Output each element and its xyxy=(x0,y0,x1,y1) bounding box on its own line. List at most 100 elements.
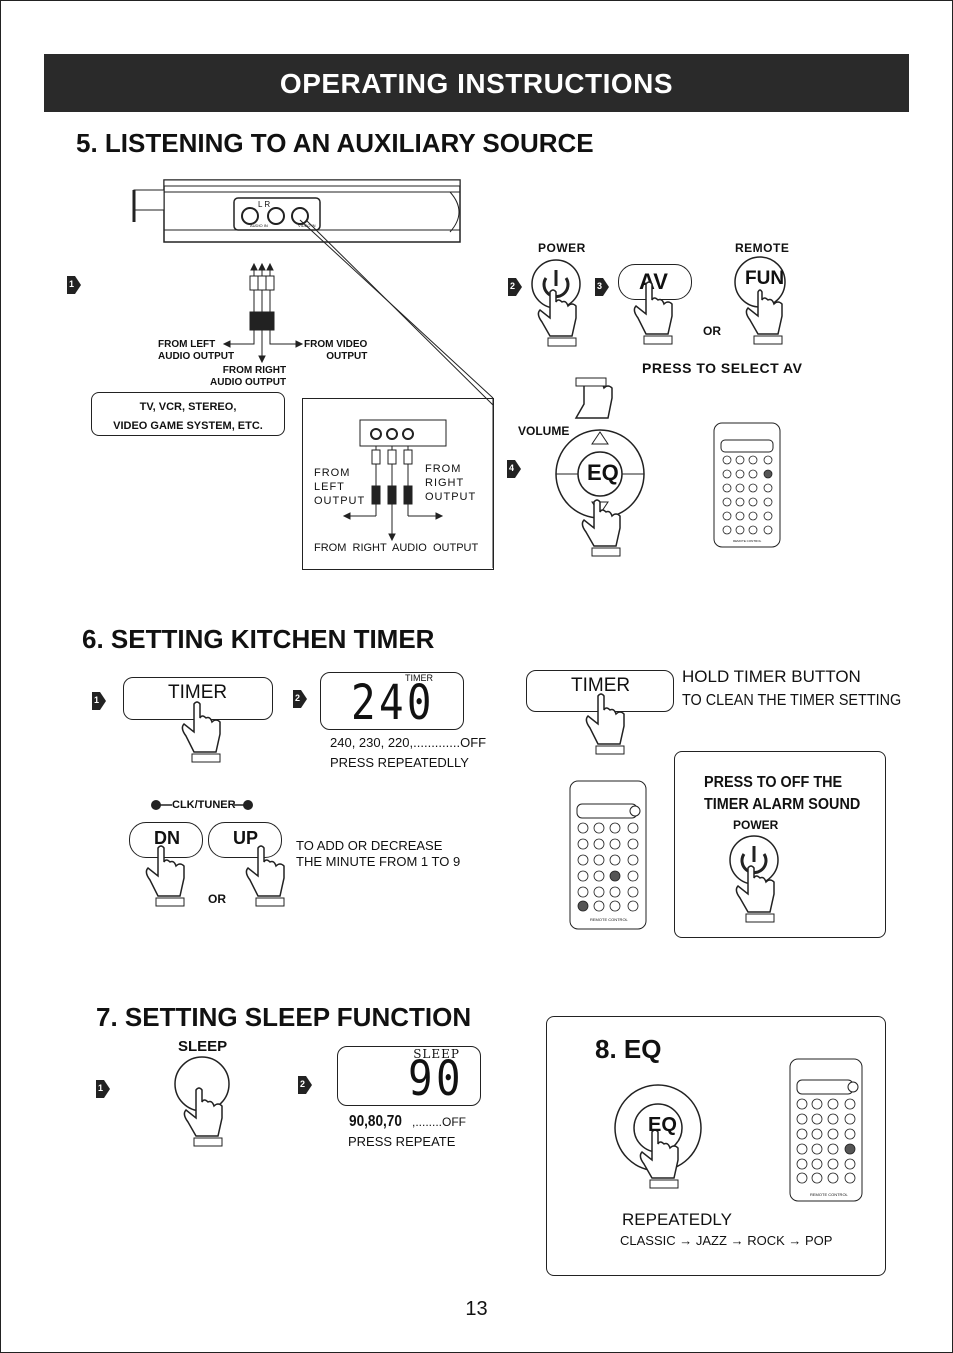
page-number: 13 xyxy=(465,1298,488,1320)
s6-step-1-marker xyxy=(92,692,106,710)
eq-button-label: EQ xyxy=(587,460,619,485)
timer-pressing-hand xyxy=(181,701,221,763)
eq-section-box xyxy=(546,1016,886,1276)
add-decrease-text: TO ADD OR DECREASE THE MINUTE FROM 1 TO … xyxy=(296,838,461,869)
video-in-label: VIDEO IN xyxy=(298,223,316,228)
press-off-text: PRESS TO OFF THE TIMER ALARM SOUND xyxy=(704,774,861,813)
inset-from-right-audio-label: FROM RIGHT AUDIO OUTPUT xyxy=(314,542,479,554)
header-bar: OPERATING INSTRUCTIONS xyxy=(44,54,909,112)
from-video-label: FROM VIDEO OUTPUT xyxy=(304,339,368,362)
eq-mode-sequence: CLASSIC → JAZZ → ROCK → POP xyxy=(620,1233,832,1248)
eq-mode-rock: ROCK xyxy=(747,1233,785,1248)
section6-title: 6. SETTING KITCHEN TIMER xyxy=(82,624,435,654)
dn-up-or: OR xyxy=(208,892,226,906)
hold-timer-button-label: TIMER xyxy=(571,675,631,696)
remote-control-1-label: REMOTE CONTROL xyxy=(733,539,762,543)
remote-control-3 xyxy=(789,1058,863,1202)
connection-inset xyxy=(302,398,494,570)
s6-step-2-number: 2 xyxy=(295,693,301,703)
clk-tuner-label: CLK/TUNER xyxy=(172,799,236,811)
timer-lcd-value: 240 xyxy=(351,675,435,731)
sleep-sequence-rest: ,........OFF xyxy=(412,1115,466,1129)
dn-button[interactable]: DN xyxy=(129,822,203,858)
source-devices-box: TV, VCR, STEREO, VIDEO GAME SYSTEM, ETC. xyxy=(91,392,285,436)
av-pressing-hand xyxy=(633,281,673,345)
eq-mode-pop: POP xyxy=(805,1233,833,1248)
av-button[interactable]: AV xyxy=(618,264,692,300)
step-3-marker xyxy=(595,278,609,296)
timer-press-repeat: PRESS REPEATEDLLY xyxy=(330,755,469,770)
s7-step-2-number: 2 xyxy=(300,1079,306,1089)
source-devices-label: TV, VCR, STEREO, VIDEO GAME SYSTEM, ETC. xyxy=(113,401,263,432)
step-3-number: 3 xyxy=(597,281,603,291)
from-right-audio-label: FROM RIGHT AUDIO OUTPUT xyxy=(210,365,287,388)
press-select-av: PRESS TO SELECT AV xyxy=(642,360,803,376)
inset-from-right-label: FROM RIGHT OUTPUT xyxy=(425,463,477,503)
hold-timer-hand xyxy=(585,693,625,755)
s6-step-2-marker xyxy=(293,690,307,708)
fun-button[interactable] xyxy=(732,256,788,348)
section7-title: 7. SETTING SLEEP FUNCTION xyxy=(96,1002,472,1032)
arrow-right-icon: → xyxy=(788,1233,802,1248)
step-1-marker xyxy=(67,276,81,294)
jack-lr-label: L R xyxy=(258,200,271,209)
remote-control-1 xyxy=(713,422,781,548)
alarm-power-button[interactable] xyxy=(726,834,786,926)
dn-button-label: DN xyxy=(154,828,180,848)
power-button-hand[interactable] xyxy=(528,258,588,350)
hold-timer-text: HOLD TIMER BUTTON xyxy=(682,667,861,686)
alarm-off-box xyxy=(674,751,886,938)
step-2-number: 2 xyxy=(510,281,516,291)
sleep-lcd-value: 90 xyxy=(408,1051,464,1107)
volume-label: VOLUME xyxy=(518,424,570,438)
sleep-lcd-label: SLEEP xyxy=(413,1047,460,1061)
up-button-label: UP xyxy=(233,828,259,848)
audio-in-label: AUDIO IN xyxy=(250,223,268,228)
inset-jacks xyxy=(342,419,447,542)
step-1-number: 1 xyxy=(69,279,75,289)
step-4-number: 4 xyxy=(509,463,515,473)
sleep-lcd: SLEEP 90 xyxy=(337,1046,481,1106)
arrow-right-icon: → xyxy=(679,1233,693,1248)
eq-dial-label: EQ xyxy=(648,1114,677,1136)
sleep-button[interactable] xyxy=(174,1056,234,1152)
dn-pressing-hand xyxy=(145,845,185,907)
timer-lcd-label: TIMER xyxy=(405,673,433,683)
up-pressing-hand xyxy=(245,845,285,907)
remote-label: REMOTE xyxy=(735,241,790,255)
timer-button-label: TIMER xyxy=(168,682,228,703)
volume-eq-dial[interactable] xyxy=(555,377,646,568)
remote-control-2 xyxy=(569,780,647,930)
section8-title: 8. EQ xyxy=(595,1034,662,1064)
s7-step-1-marker xyxy=(96,1080,110,1098)
device-illustration xyxy=(132,179,461,243)
s7-step-1-number: 1 xyxy=(98,1083,104,1093)
sleep-sequence-bold: 90,80,70 xyxy=(349,1113,402,1130)
eq-mode-classic: CLASSIC xyxy=(620,1233,676,1248)
sleep-label: SLEEP xyxy=(178,1038,228,1055)
eq-mode-jazz: JAZZ xyxy=(695,1233,727,1248)
from-left-audio-label: FROM LEFT AUDIO OUTPUT xyxy=(158,339,235,362)
s7-step-2-marker xyxy=(298,1076,312,1094)
fun-button-label: FUN xyxy=(745,268,785,289)
clk-tuner-bracket xyxy=(151,800,253,810)
arrow-right-icon: → xyxy=(730,1233,744,1248)
timer-lcd: TIMER 240 xyxy=(320,672,464,730)
eq-dial-button[interactable] xyxy=(614,1084,704,1196)
step-2-marker xyxy=(508,278,522,296)
step-4-marker xyxy=(507,460,521,478)
timer-sequence: 240, 230, 220,.............OFF xyxy=(330,735,487,750)
alarm-power-label: POWER xyxy=(733,818,779,832)
av-button-label: AV xyxy=(639,269,668,294)
power-label: POWER xyxy=(538,241,586,255)
section5-title: 5. LISTENING TO AN AUXILIARY SOURCE xyxy=(76,128,594,158)
remote-control-3-label: REMOTE CONTROL xyxy=(810,1192,848,1197)
remote-control-2-label: REMOTE CONTROL xyxy=(590,917,628,922)
sleep-press-repeat: PRESS REPEATE xyxy=(348,1134,456,1149)
header-title: OPERATING INSTRUCTIONS xyxy=(279,68,674,99)
up-button[interactable]: UP xyxy=(208,822,282,858)
s6-step-1-number: 1 xyxy=(94,695,100,705)
inset-from-left-label: FROM LEFT OUTPUT xyxy=(314,467,366,507)
or-label: OR xyxy=(703,324,721,338)
clean-timer-text: TO CLEAN THE TIMER SETTING xyxy=(682,692,902,709)
